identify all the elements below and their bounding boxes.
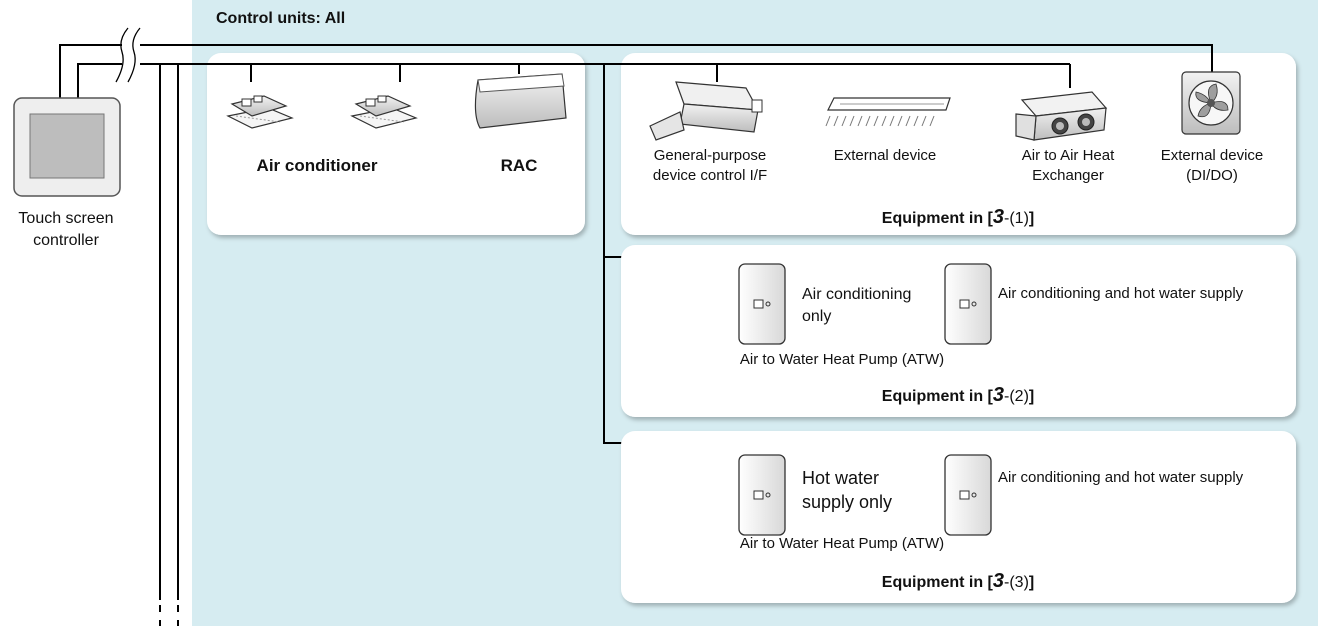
equipment-label-3-close: ] <box>1028 574 1035 591</box>
heat-pump-unit-icon <box>944 263 992 345</box>
panel-equipment-1 <box>621 53 1296 235</box>
wall-mounted-ac-icon <box>474 73 567 129</box>
external-device-label: External device <box>833 147 937 164</box>
air-conditioning-only-line2: only <box>802 308 832 325</box>
equipment-label-2-prefix: Equipment in [ <box>881 388 993 405</box>
heat-pump-unit-icon <box>944 454 992 536</box>
atw-label: Air to Water Heat Pump (ATW) <box>739 351 945 368</box>
external-device-dido-line1: External device <box>1160 147 1264 164</box>
equipment-label-2-number: 3 <box>992 384 1005 406</box>
wire-continuation <box>159 575 179 626</box>
break-mark <box>115 27 141 83</box>
equipment-label-1-close: ] <box>1028 210 1035 227</box>
controller-label-line2: controller <box>33 232 99 249</box>
heat-exchanger-icon <box>1015 91 1108 141</box>
atw-label: Air to Water Heat Pump (ATW) <box>739 535 945 552</box>
heat-exchanger-line1: Air to Air Heat <box>1021 147 1115 164</box>
device-control-interface-line1: General-purpose <box>653 147 767 164</box>
equipment-label-3: Equipment in [3-(3)] <box>882 570 1034 593</box>
device-control-interface-icon <box>649 81 763 141</box>
rac-label: RAC <box>500 156 538 175</box>
equipment-label-3-number: 3 <box>992 570 1005 592</box>
touch-screen-controller-icon <box>13 97 121 197</box>
ventilation-fan-icon <box>1181 71 1241 135</box>
heat-pump-unit-icon <box>738 263 786 345</box>
equipment-label-1-prefix: Equipment in [ <box>881 210 993 227</box>
equipment-label-2-close: ] <box>1028 388 1035 405</box>
controller-label-line1: Touch screen <box>18 210 114 227</box>
equipment-label-1: Equipment in [3-(1)] <box>882 206 1034 229</box>
heat-pump-unit-icon <box>738 454 786 536</box>
heat-exchanger-label: Air to Air Heat Exchanger <box>1022 146 1115 186</box>
hot-water-only-line2: supply only <box>802 492 893 512</box>
device-control-interface-line2: device control I/F <box>652 167 768 184</box>
air-conditioner-label: Air conditioner <box>256 156 378 175</box>
diagram-title: Control units: All <box>216 10 346 27</box>
heat-exchanger-line2: Exchanger <box>1032 167 1104 184</box>
equipment-label-2: Equipment in [3-(2)] <box>882 384 1034 407</box>
controller-label: Touch screen controller <box>18 208 113 252</box>
device-control-interface-label: General-purpose device control I/F <box>653 146 767 186</box>
air-conditioning-only-line1: Air conditioning <box>802 286 912 303</box>
cassette-air-conditioner-icon <box>226 95 294 129</box>
equipment-label-3-prefix: Equipment in [ <box>881 574 993 591</box>
external-device-dido-line2: (DI/DO) <box>1186 167 1238 184</box>
equipment-label-2-suffix: -(2) <box>1004 388 1029 405</box>
hot-water-only-label: Hot water supply only <box>802 466 892 514</box>
equipment-label-1-number: 3 <box>992 206 1005 228</box>
equipment-label-3-suffix: -(3) <box>1004 574 1029 591</box>
cassette-air-conditioner-icon <box>350 95 418 129</box>
air-conditioning-only-label: Air conditioning only <box>802 284 911 328</box>
equipment-label-1-suffix: -(1) <box>1004 210 1029 227</box>
external-device-dido-label: External device (DI/DO) <box>1161 146 1264 186</box>
external-device-light-icon <box>825 97 951 127</box>
hot-water-only-line1: Hot water <box>802 468 880 488</box>
ac-hot-water-label: Air conditioning and hot water supply <box>998 285 1244 302</box>
ac-hot-water-label: Air conditioning and hot water supply <box>998 469 1244 486</box>
